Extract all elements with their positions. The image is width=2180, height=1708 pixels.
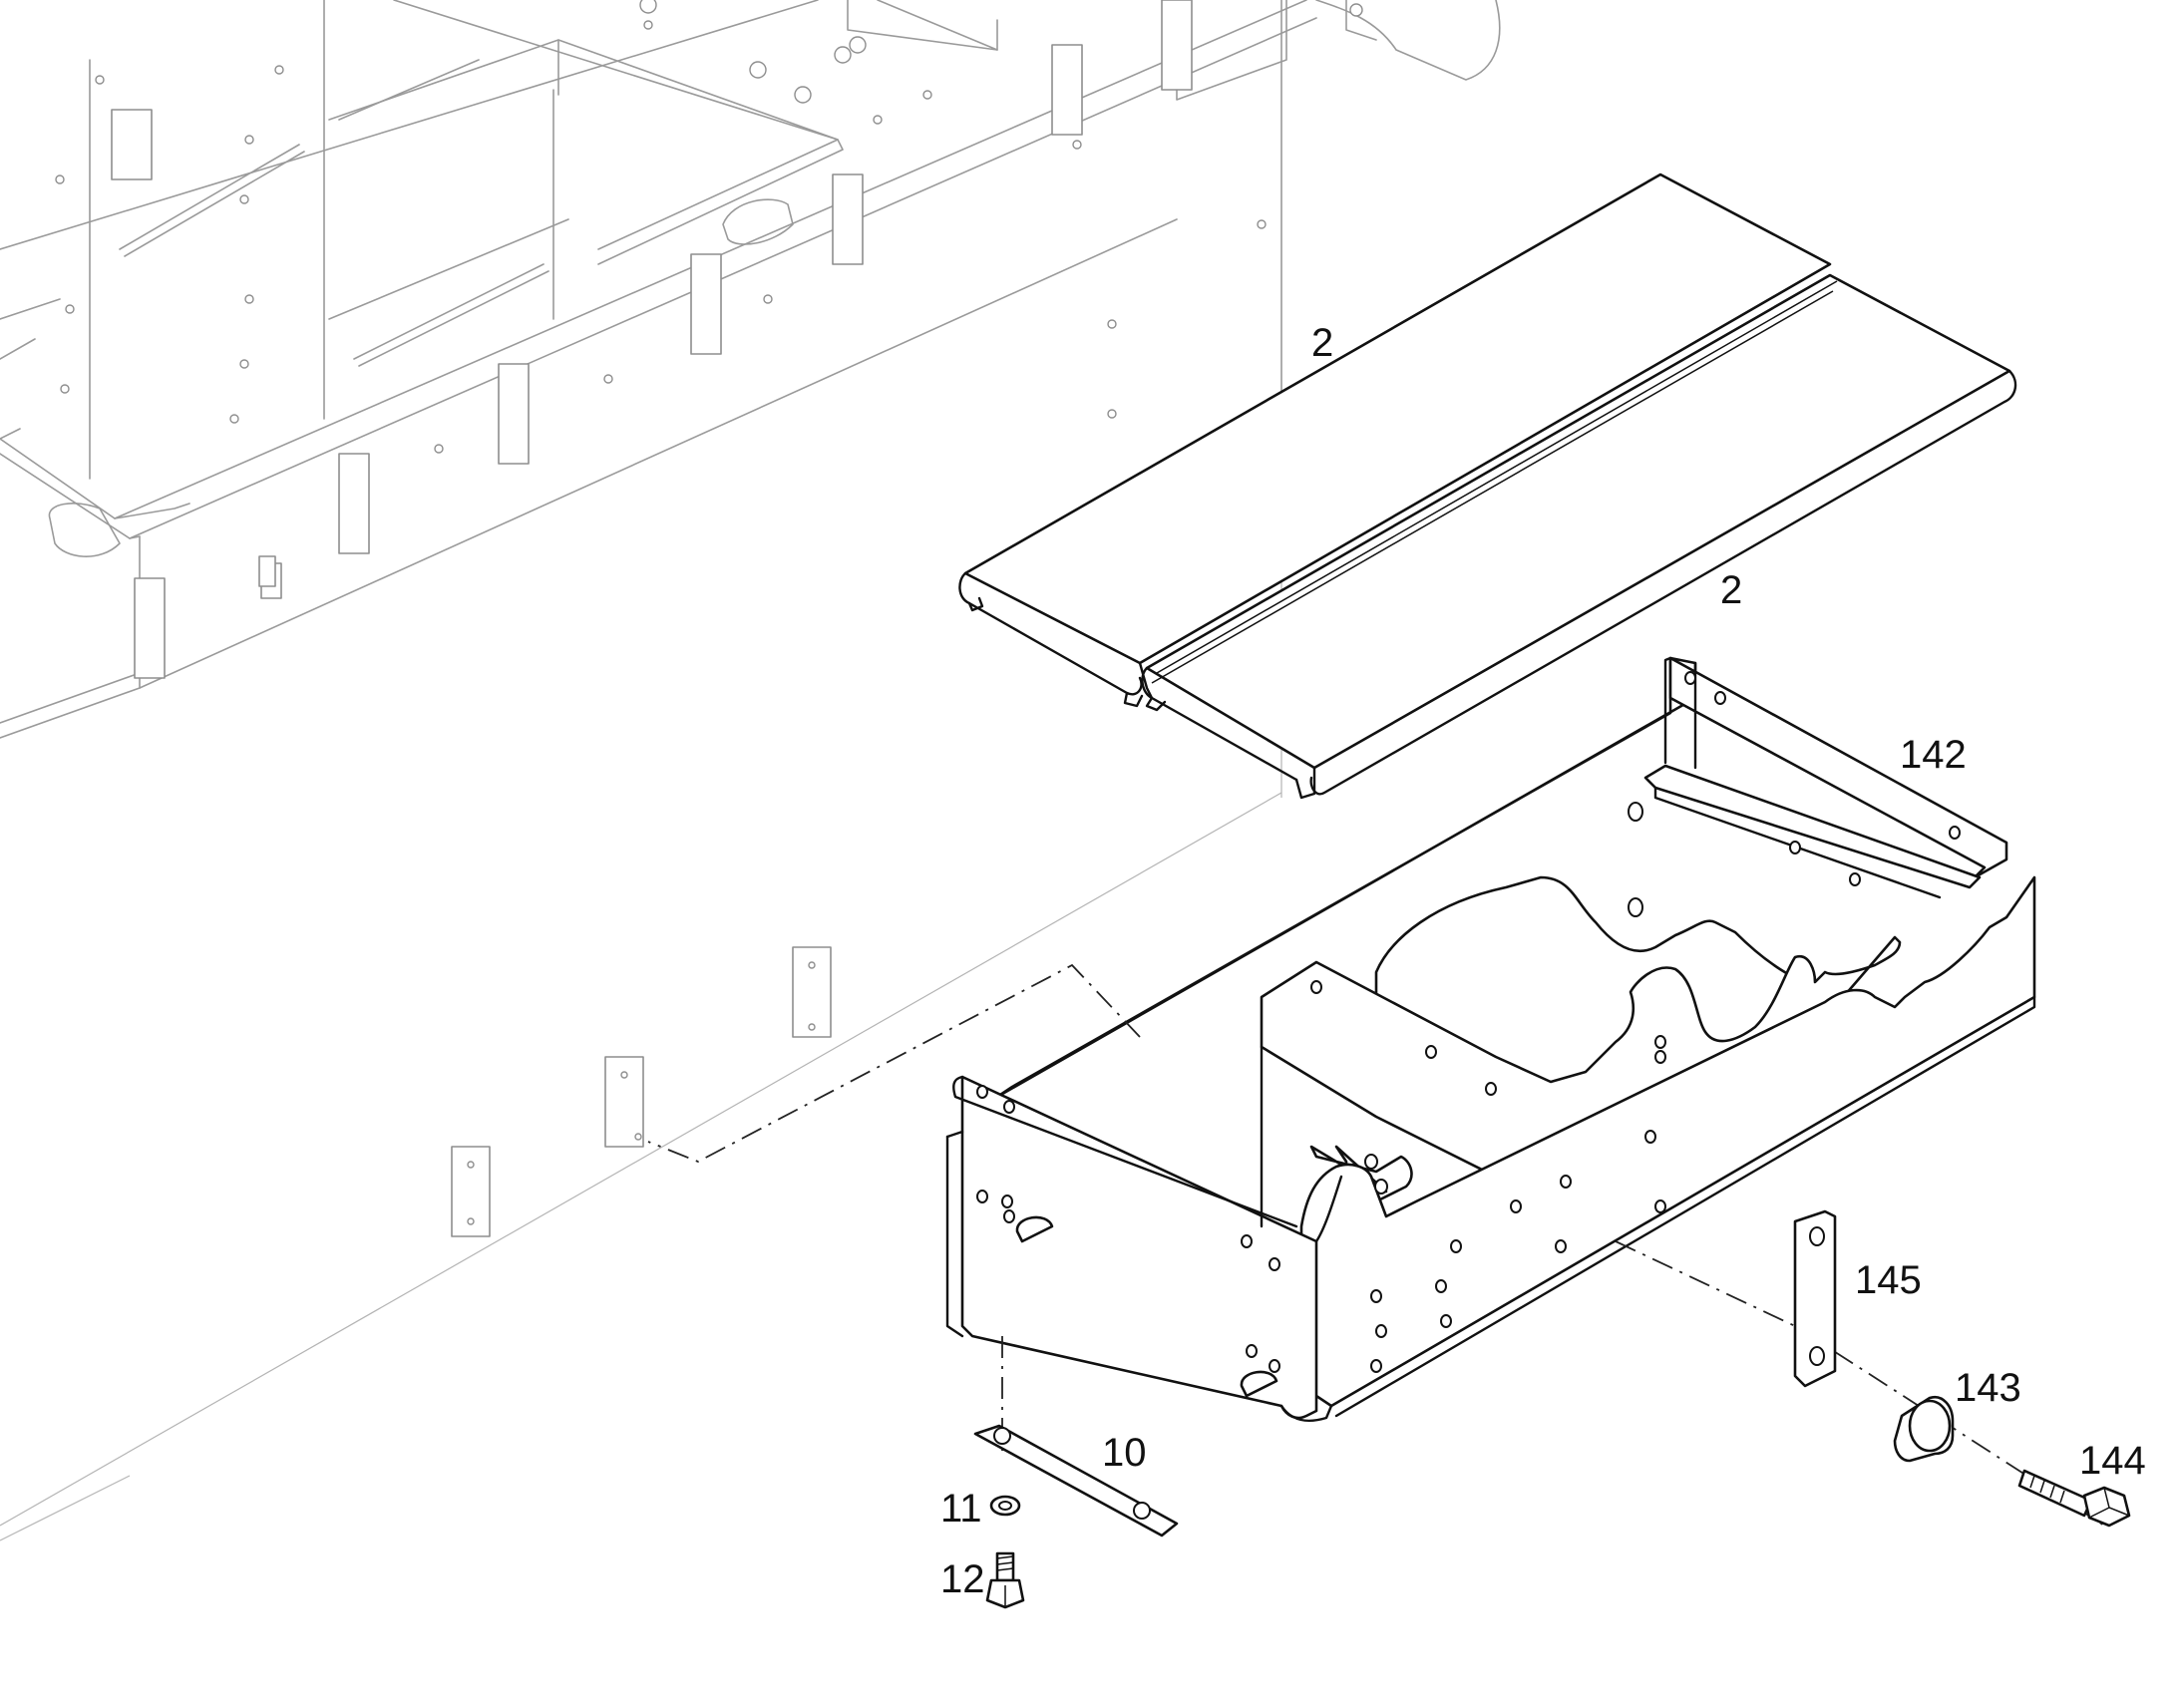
- callout-145: 145: [1855, 1258, 1922, 1302]
- spacer-143: [1893, 1395, 1955, 1463]
- callout-144: 144: [2079, 1439, 2146, 1483]
- cover-plate-left: [958, 172, 1832, 708]
- callout-11: 11: [940, 1487, 982, 1531]
- strap-10: [973, 1424, 1179, 1537]
- callout-2-lower: 2: [1720, 568, 1742, 612]
- washer-11: [989, 1495, 1021, 1517]
- cover-plate-right: [1141, 273, 2017, 800]
- callout-143: 143: [1955, 1366, 2021, 1410]
- callout-10: 10: [1102, 1431, 1147, 1475]
- bolt-144: [2017, 1469, 2131, 1528]
- callout-labels: 2 2 142 145 143 144 10 11 12: [940, 321, 2146, 1601]
- ghost-mounting-blocks: [451, 946, 832, 1237]
- callout-142: 142: [1900, 733, 1967, 777]
- battery-tray: [945, 656, 2036, 1422]
- ghost-machine-frame: [0, 0, 1501, 1541]
- bracket-145: [1793, 1209, 1837, 1388]
- screw-12: [985, 1551, 1025, 1609]
- callout-2-upper: 2: [1311, 321, 1333, 365]
- tray-mounting-holes: [976, 671, 1961, 1373]
- cover-plate-assembly: [958, 172, 2017, 800]
- callout-12: 12: [940, 1557, 985, 1601]
